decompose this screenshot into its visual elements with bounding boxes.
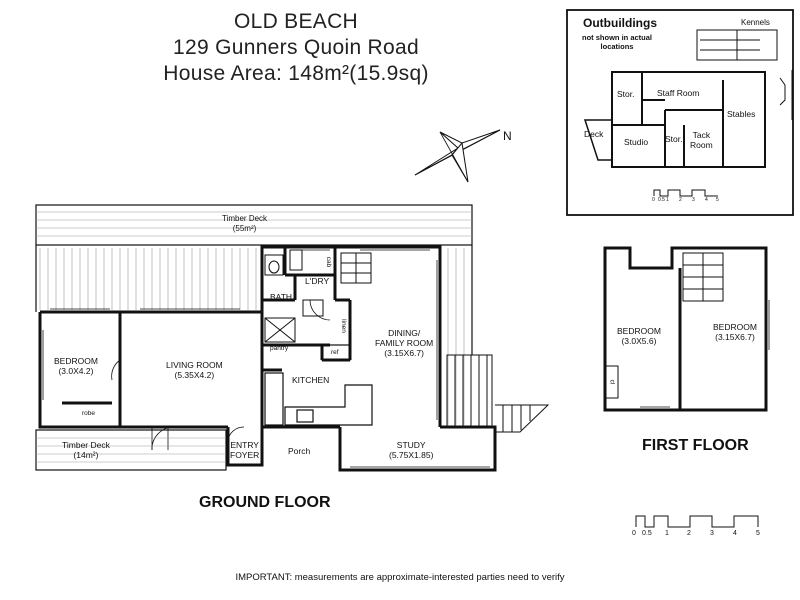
outbuildings-scale-bar xyxy=(653,189,718,197)
porch-label: Porch xyxy=(288,446,311,456)
outbuildings-title: Outbuildings xyxy=(583,16,657,30)
timber-deck-top-outline xyxy=(35,204,473,246)
bedroom-first-1-label: BEDROOM (3.0X5.6) xyxy=(617,326,661,346)
cab-label: cab xyxy=(325,256,333,268)
outbuilding-deck xyxy=(583,119,613,161)
deck-label: Deck xyxy=(584,129,604,139)
deck-boards-top xyxy=(36,211,472,237)
timber-deck-top-label: Timber Deck (55m²) xyxy=(222,214,268,233)
cl-label: cl xyxy=(608,379,616,385)
linen-label: linen xyxy=(339,319,347,333)
bedroom-first-2-label: BEDROOM (3.15X6.7) xyxy=(713,322,757,342)
property-address: 129 Gunners Quoin Road xyxy=(173,36,419,59)
dining-family-label: DINING/ FAMILY ROOM (3.15X6.7) xyxy=(375,328,434,358)
pantry-label: pantry xyxy=(270,345,289,352)
kitchen-counters xyxy=(264,344,373,426)
ref-label: ref xyxy=(331,349,339,356)
robe-label: robe xyxy=(82,410,96,417)
studio-label: Studio xyxy=(624,137,649,147)
ground-stairs xyxy=(340,252,372,284)
first-floor-heading: FIRST FLOOR xyxy=(642,437,749,454)
kennels-label: Kennels xyxy=(741,18,770,27)
outbuilding-extra-walls xyxy=(779,70,793,120)
timber-deck-bottom-label: Timber Deck (14m²) xyxy=(62,440,110,460)
house-area: House Area: 148m²(15.9sq) xyxy=(163,62,429,85)
first-floor-windows xyxy=(640,300,770,408)
bedroom-ground-label: BEDROOM (3.0X4.2) xyxy=(54,356,98,376)
compass-icon xyxy=(414,129,501,183)
ground-floor-walls xyxy=(38,245,497,472)
deck-boards-side xyxy=(39,248,465,425)
kitchen-label: KITCHEN xyxy=(292,375,330,385)
staff-room-label: Staff Room xyxy=(657,88,700,98)
laundry-label: L'DRY xyxy=(305,276,330,286)
side-deck xyxy=(446,354,550,433)
first-floor-walls xyxy=(603,246,768,412)
timber-deck-bottom-outline xyxy=(35,429,227,471)
property-title: OLD BEACH xyxy=(233,10,359,33)
outbuildings-frame xyxy=(566,9,794,216)
first-floor-stairs xyxy=(605,252,724,399)
bath-fixtures xyxy=(264,249,324,343)
stor2-label: Stor. xyxy=(665,134,683,144)
stor1-label: Stor. xyxy=(617,89,635,99)
stables-label: Stables xyxy=(727,109,756,119)
outbuildings-subtitle: not shown in actual locations xyxy=(582,33,653,51)
deck-boards-bottom xyxy=(36,437,226,463)
bath-label: BATH xyxy=(270,292,293,302)
ground-floor-heading: GROUND FLOOR xyxy=(199,494,331,511)
study-label: STUDY (5.75X1.85) xyxy=(389,440,434,460)
kennels-outline xyxy=(696,29,778,61)
scale-bar xyxy=(635,515,759,528)
disclaimer: IMPORTANT: measurements are approximate-… xyxy=(235,572,565,583)
compass-north-label: N xyxy=(503,129,512,143)
entry-foyer-label: ENTRY FOYER xyxy=(230,440,260,460)
living-room-label: LIVING ROOM (5.35X4.2) xyxy=(166,360,223,380)
windows xyxy=(42,249,490,468)
tack-room-label: Tack Room xyxy=(690,130,713,150)
outbuildings-building xyxy=(611,71,766,168)
